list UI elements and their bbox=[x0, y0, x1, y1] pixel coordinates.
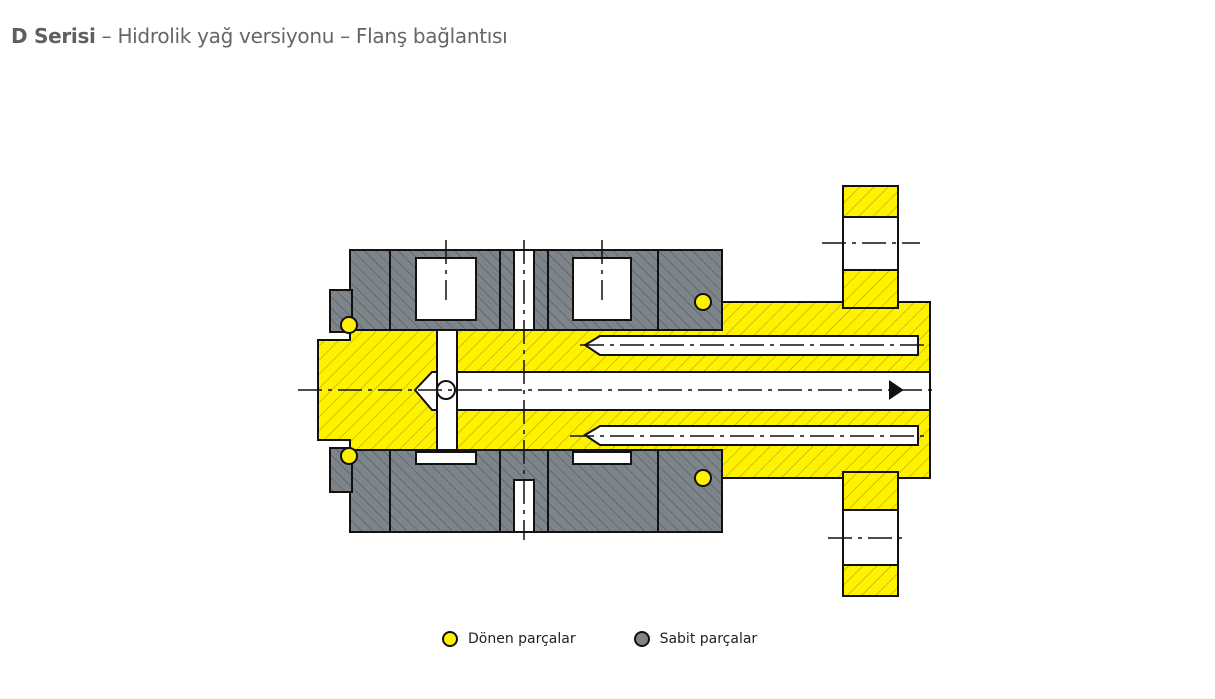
yellow-dot-icon bbox=[442, 631, 458, 647]
gray-dot-icon bbox=[633, 631, 650, 647]
page-title: D Serisi – Hidrolik yağ versiyonu – Flan… bbox=[11, 24, 508, 48]
legend-label: Dönen parçalar bbox=[468, 631, 576, 647]
title-series: D Serisi bbox=[11, 24, 96, 48]
title-description: – Hidrolik yağ versiyonu – Flanş bağlant… bbox=[95, 24, 508, 48]
legend-label: Sabit parçalar bbox=[659, 631, 758, 647]
legend-stationary-parts: Sabit parçalar bbox=[633, 631, 758, 647]
flange bbox=[842, 185, 899, 597]
legend: Dönen parçalar Sabit parçalar bbox=[442, 631, 815, 647]
legend-rotating-parts: Dönen parçalar bbox=[442, 631, 576, 647]
